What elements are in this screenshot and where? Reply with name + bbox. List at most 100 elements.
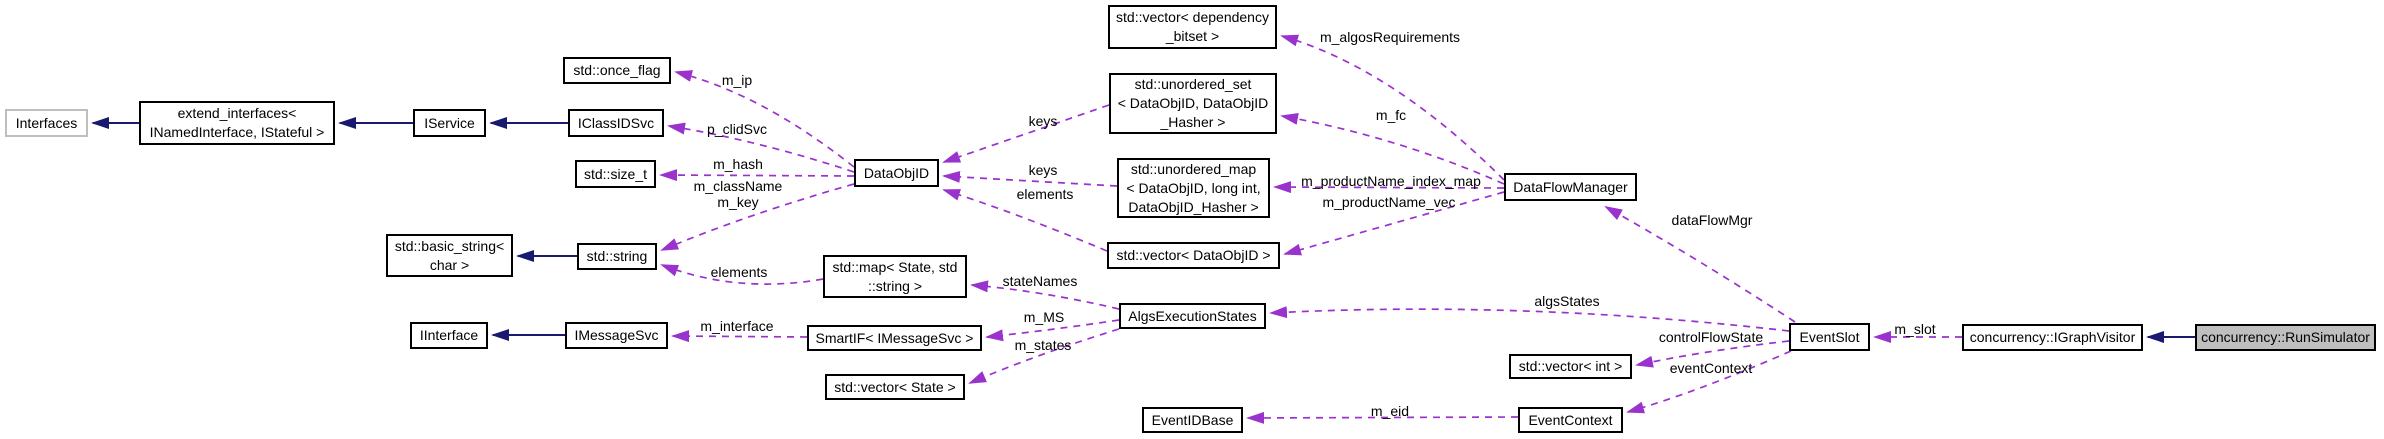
node-label-line: ::string > <box>867 277 923 294</box>
node-interfaces: Interfaces <box>5 109 88 137</box>
node-label-line: extend_interfaces< <box>177 105 297 121</box>
node-label-line: _Hasher > <box>1160 114 1226 130</box>
edge-dataflowmgr <box>1604 206 1796 323</box>
edge-elements-vector-to-dataobjid <box>942 189 1108 252</box>
edge-eventcontext-member <box>1626 350 1792 414</box>
edge-m-algosrequirements <box>1280 34 1505 181</box>
node-eventidbase[interactable]: EventIDBase <box>1142 407 1243 433</box>
node-label-line: EventIDBase <box>1151 411 1234 428</box>
edge-algsstates <box>1269 306 1790 332</box>
node-std-basic-string[interactable]: std::basic_string<char > <box>386 234 513 277</box>
edge-label-elements-vector-to-dataobjid: elements <box>1016 186 1074 202</box>
node-label-line: EventSlot <box>1799 328 1860 345</box>
node-eventcontext[interactable]: EventContext <box>1518 407 1623 433</box>
edge-label-m-productname-index-map: m_productName_index_map <box>1301 173 1481 189</box>
edge-label-m-hash: m_hash <box>713 156 763 172</box>
edge-label-algsstates: algsStates <box>1534 293 1600 309</box>
node-label-line: < DataObjID, DataObjID <box>1117 95 1269 111</box>
node-label-line: DataFlowManager <box>1513 178 1628 195</box>
edge-label-m-states: m_states <box>1014 337 1072 353</box>
edge-label-keys-set-to-dataobjid: keys <box>1028 113 1058 129</box>
node-label-line: AlgsExecutionStates <box>1128 307 1257 324</box>
edge-m-interface <box>671 330 808 343</box>
node-std-unordered-set[interactable]: std::unordered_set< DataObjID, DataObjID… <box>1109 73 1277 134</box>
node-dataobjid[interactable]: DataObjID <box>854 159 939 187</box>
node-label-line: INamedInterface, IStateful > <box>149 124 325 140</box>
edge-label-m-productname-vec: m_productName_vec <box>1322 194 1456 210</box>
node-extend-interfaces[interactable]: extend_interfaces< INamedInterface, IStat… <box>139 101 335 145</box>
node-eventslot[interactable]: EventSlot <box>1789 323 1870 351</box>
node-concurrency-runsimulator: concurrency::RunSimulator <box>2195 324 2376 351</box>
edge-statenames <box>970 280 1120 310</box>
node-std-map-state-string[interactable]: std::map< State, std::string > <box>823 255 967 298</box>
edge-label-statenames: stateNames <box>1002 273 1078 289</box>
edge-label-m-fc: m_fc <box>1375 107 1407 123</box>
node-label-line: EventContext <box>1528 411 1613 428</box>
edge-label-m-ms: m_MS <box>1023 309 1065 325</box>
edge-controlflowstate <box>1635 340 1790 368</box>
node-label-line: std::vector< State > <box>834 378 956 395</box>
node-std-vector-dependency-bitset[interactable]: std::vector< dependency_bitset > <box>1108 5 1277 49</box>
edge-label-m-eid: m_eid <box>1370 403 1410 419</box>
node-std-unordered-map[interactable]: std::unordered_map< DataObjID, long int,… <box>1117 158 1270 218</box>
node-label-line: std::unordered_set <box>1134 76 1252 92</box>
node-algsexecutionstates[interactable]: AlgsExecutionStates <box>1119 303 1266 329</box>
edge-label-m-interface: m_interface <box>700 318 774 334</box>
edge-m-hash <box>659 169 855 182</box>
node-label-line: concurrency::RunSimulator <box>2201 329 2370 345</box>
node-label-line: std::basic_string< <box>394 237 505 254</box>
node-iinterface[interactable]: IInterface <box>410 322 488 349</box>
node-iclassidsvc[interactable]: IClassIDSvc <box>568 109 664 137</box>
edge-label-eventcontext-member: eventContext <box>1669 360 1753 376</box>
node-label-line: char > <box>429 256 470 273</box>
node-smartif-imessagesvc[interactable]: SmartIF< IMessageSvc > <box>807 325 982 351</box>
edge-m-productname-vec <box>1283 191 1505 256</box>
edge-m-ms <box>985 319 1120 342</box>
node-label-line: Interfaces <box>15 114 78 131</box>
edge-label-elements-map-to-string: elements <box>710 264 768 280</box>
node-dataflowmanager[interactable]: DataFlowManager <box>1504 173 1637 201</box>
edge-m-ip <box>674 70 855 168</box>
edge-label-m-algosrequirements: m_algosRequirements <box>1319 29 1461 45</box>
edge-label-p-clidsvc: p_clidSvc <box>707 121 767 137</box>
edge-elements-map-to-string <box>660 264 824 285</box>
node-std-vector-dataobjid[interactable]: std::vector< DataObjID > <box>1107 242 1280 269</box>
edge-label-m-slot: m_slot <box>1894 321 1936 337</box>
edge-m-fc <box>1280 112 1505 185</box>
node-label-line: IClassIDSvc <box>577 114 655 131</box>
node-label-line: std::string <box>586 248 648 264</box>
node-label-line: std::size_t <box>583 165 648 182</box>
edge-label-keys-map-to-dataobjid: keys <box>1028 162 1058 178</box>
node-label-line: _bitset > <box>1165 28 1220 44</box>
node-label-line: std::once_flag <box>573 62 661 78</box>
edge-label-controlflowstate: controlFlowState <box>1658 329 1764 345</box>
node-concurrency-igraphvisitor[interactable]: concurrency::IGraphVisitor <box>1962 324 2143 351</box>
node-std-size-t[interactable]: std::size_t <box>575 160 656 188</box>
node-label-line: std::map< State, std <box>832 258 958 275</box>
edge-keys-set-to-dataobjid <box>942 104 1110 163</box>
node-label-line: DataObjID <box>863 164 930 181</box>
node-label-line: IInterface <box>419 327 479 343</box>
node-label-line: DataObjID_Hasher > <box>1128 198 1259 215</box>
node-std-vector-state[interactable]: std::vector< State > <box>825 374 965 400</box>
edge-p-clidsvc <box>667 122 855 173</box>
node-label-line: SmartIF< IMessageSvc > <box>815 329 974 346</box>
node-std-once-flag[interactable]: std::once_flag <box>563 57 671 84</box>
node-label-line: IService <box>424 114 475 131</box>
node-label-line: std::vector< DataObjID > <box>1116 247 1271 263</box>
edge-m-eid <box>1246 411 1519 424</box>
node-label-line: IMessageSvc <box>574 327 659 343</box>
edge-m-classname-m-key <box>660 183 855 251</box>
node-label-line: < DataObjID, long int, <box>1126 179 1261 196</box>
edge-label-dataflowmgr: dataFlowMgr <box>1671 212 1753 228</box>
node-label-line: std::vector< dependency <box>1116 9 1269 25</box>
node-std-string[interactable]: std::string <box>577 243 657 270</box>
node-std-vector-int[interactable]: std::vector< int > <box>1509 354 1632 379</box>
node-imessagesvc[interactable]: IMessageSvc <box>565 322 668 349</box>
node-label-line: std::unordered_map <box>1130 160 1257 177</box>
node-label-line: concurrency::IGraphVisitor <box>1969 329 2136 345</box>
node-iservice[interactable]: IService <box>413 109 486 137</box>
